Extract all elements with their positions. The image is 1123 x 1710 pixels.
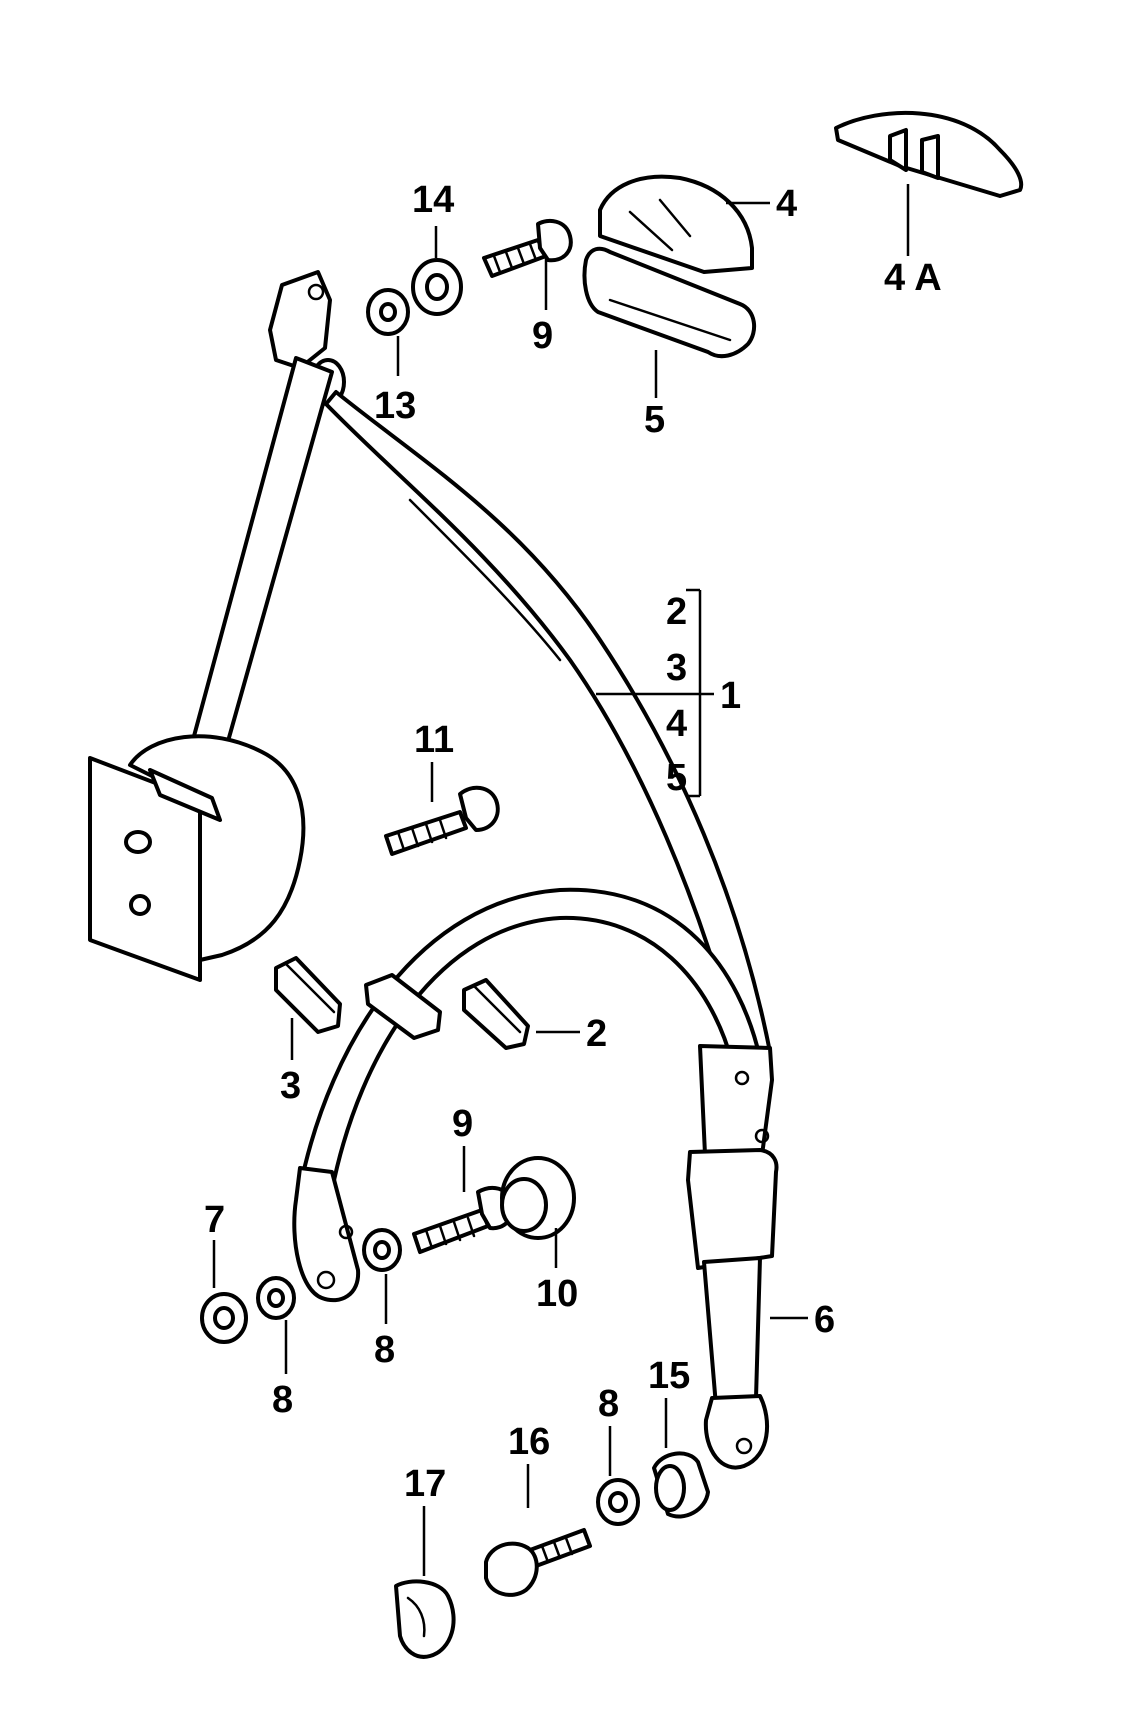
- callout-2-bracket: 2: [666, 591, 687, 633]
- bolt-9-lower: [412, 1185, 515, 1254]
- callout-9-upper: 9: [532, 315, 553, 357]
- callout-3: 3: [280, 1065, 301, 1107]
- callout-4a: 4 A: [884, 257, 942, 299]
- callout-8-bottom: 8: [598, 1383, 619, 1425]
- washer-8-center: [362, 1228, 402, 1272]
- callout-2: 2: [586, 1013, 607, 1055]
- washer-7: [200, 1292, 248, 1344]
- belt-strap-lap: [292, 887, 762, 1303]
- callout-5-upper: 5: [644, 399, 665, 441]
- cap-17: [394, 1579, 456, 1659]
- anchor-cover-upper: [598, 174, 754, 274]
- callout-3-bracket: 3: [666, 647, 687, 689]
- anchor-cover-4a: [834, 110, 1024, 198]
- bushing-3: [274, 956, 342, 1034]
- bolt-16: [484, 1528, 592, 1597]
- callout-labels: 4 4 A 14 9 13 5 2 3 4 5 1 11 2 3 9 10 6 …: [204, 179, 942, 1505]
- leader-lines: [212, 184, 910, 1576]
- callout-10: 10: [536, 1273, 578, 1315]
- belt-guide-clip: [364, 973, 442, 1040]
- bolt-9-upper: [482, 218, 573, 278]
- callout-11: 11: [414, 719, 454, 761]
- callout-7: 7: [204, 1199, 225, 1241]
- seat-belt-buckle: [686, 1148, 779, 1470]
- callout-8-center: 8: [374, 1329, 395, 1371]
- callout-4: 4: [776, 183, 797, 225]
- washer-8-left: [256, 1276, 296, 1320]
- callout-4-bracket: 4: [666, 703, 687, 745]
- callout-6: 6: [814, 1299, 835, 1341]
- spacer-15: [652, 1451, 710, 1519]
- callout-15: 15: [648, 1355, 690, 1397]
- callout-16: 16: [508, 1421, 550, 1463]
- washer-13: [366, 288, 410, 336]
- callout-1: 1: [720, 675, 741, 717]
- callout-17: 17: [404, 1463, 446, 1505]
- belt-retractor: [88, 734, 306, 982]
- callout-9-lower: 9: [452, 1103, 473, 1145]
- spacer-10: [500, 1156, 576, 1240]
- washer-14: [411, 258, 463, 316]
- bolt-11: [384, 785, 500, 856]
- belt-strap-upper: [178, 356, 334, 800]
- callout-13: 13: [374, 385, 416, 427]
- washer-8-bottom: [596, 1478, 640, 1526]
- anchor-cover-lower: [582, 246, 757, 359]
- callout-8-left: 8: [272, 1379, 293, 1421]
- callout-5-bracket: 5: [666, 757, 687, 799]
- callout-14: 14: [412, 179, 454, 221]
- bushing-2: [462, 978, 530, 1050]
